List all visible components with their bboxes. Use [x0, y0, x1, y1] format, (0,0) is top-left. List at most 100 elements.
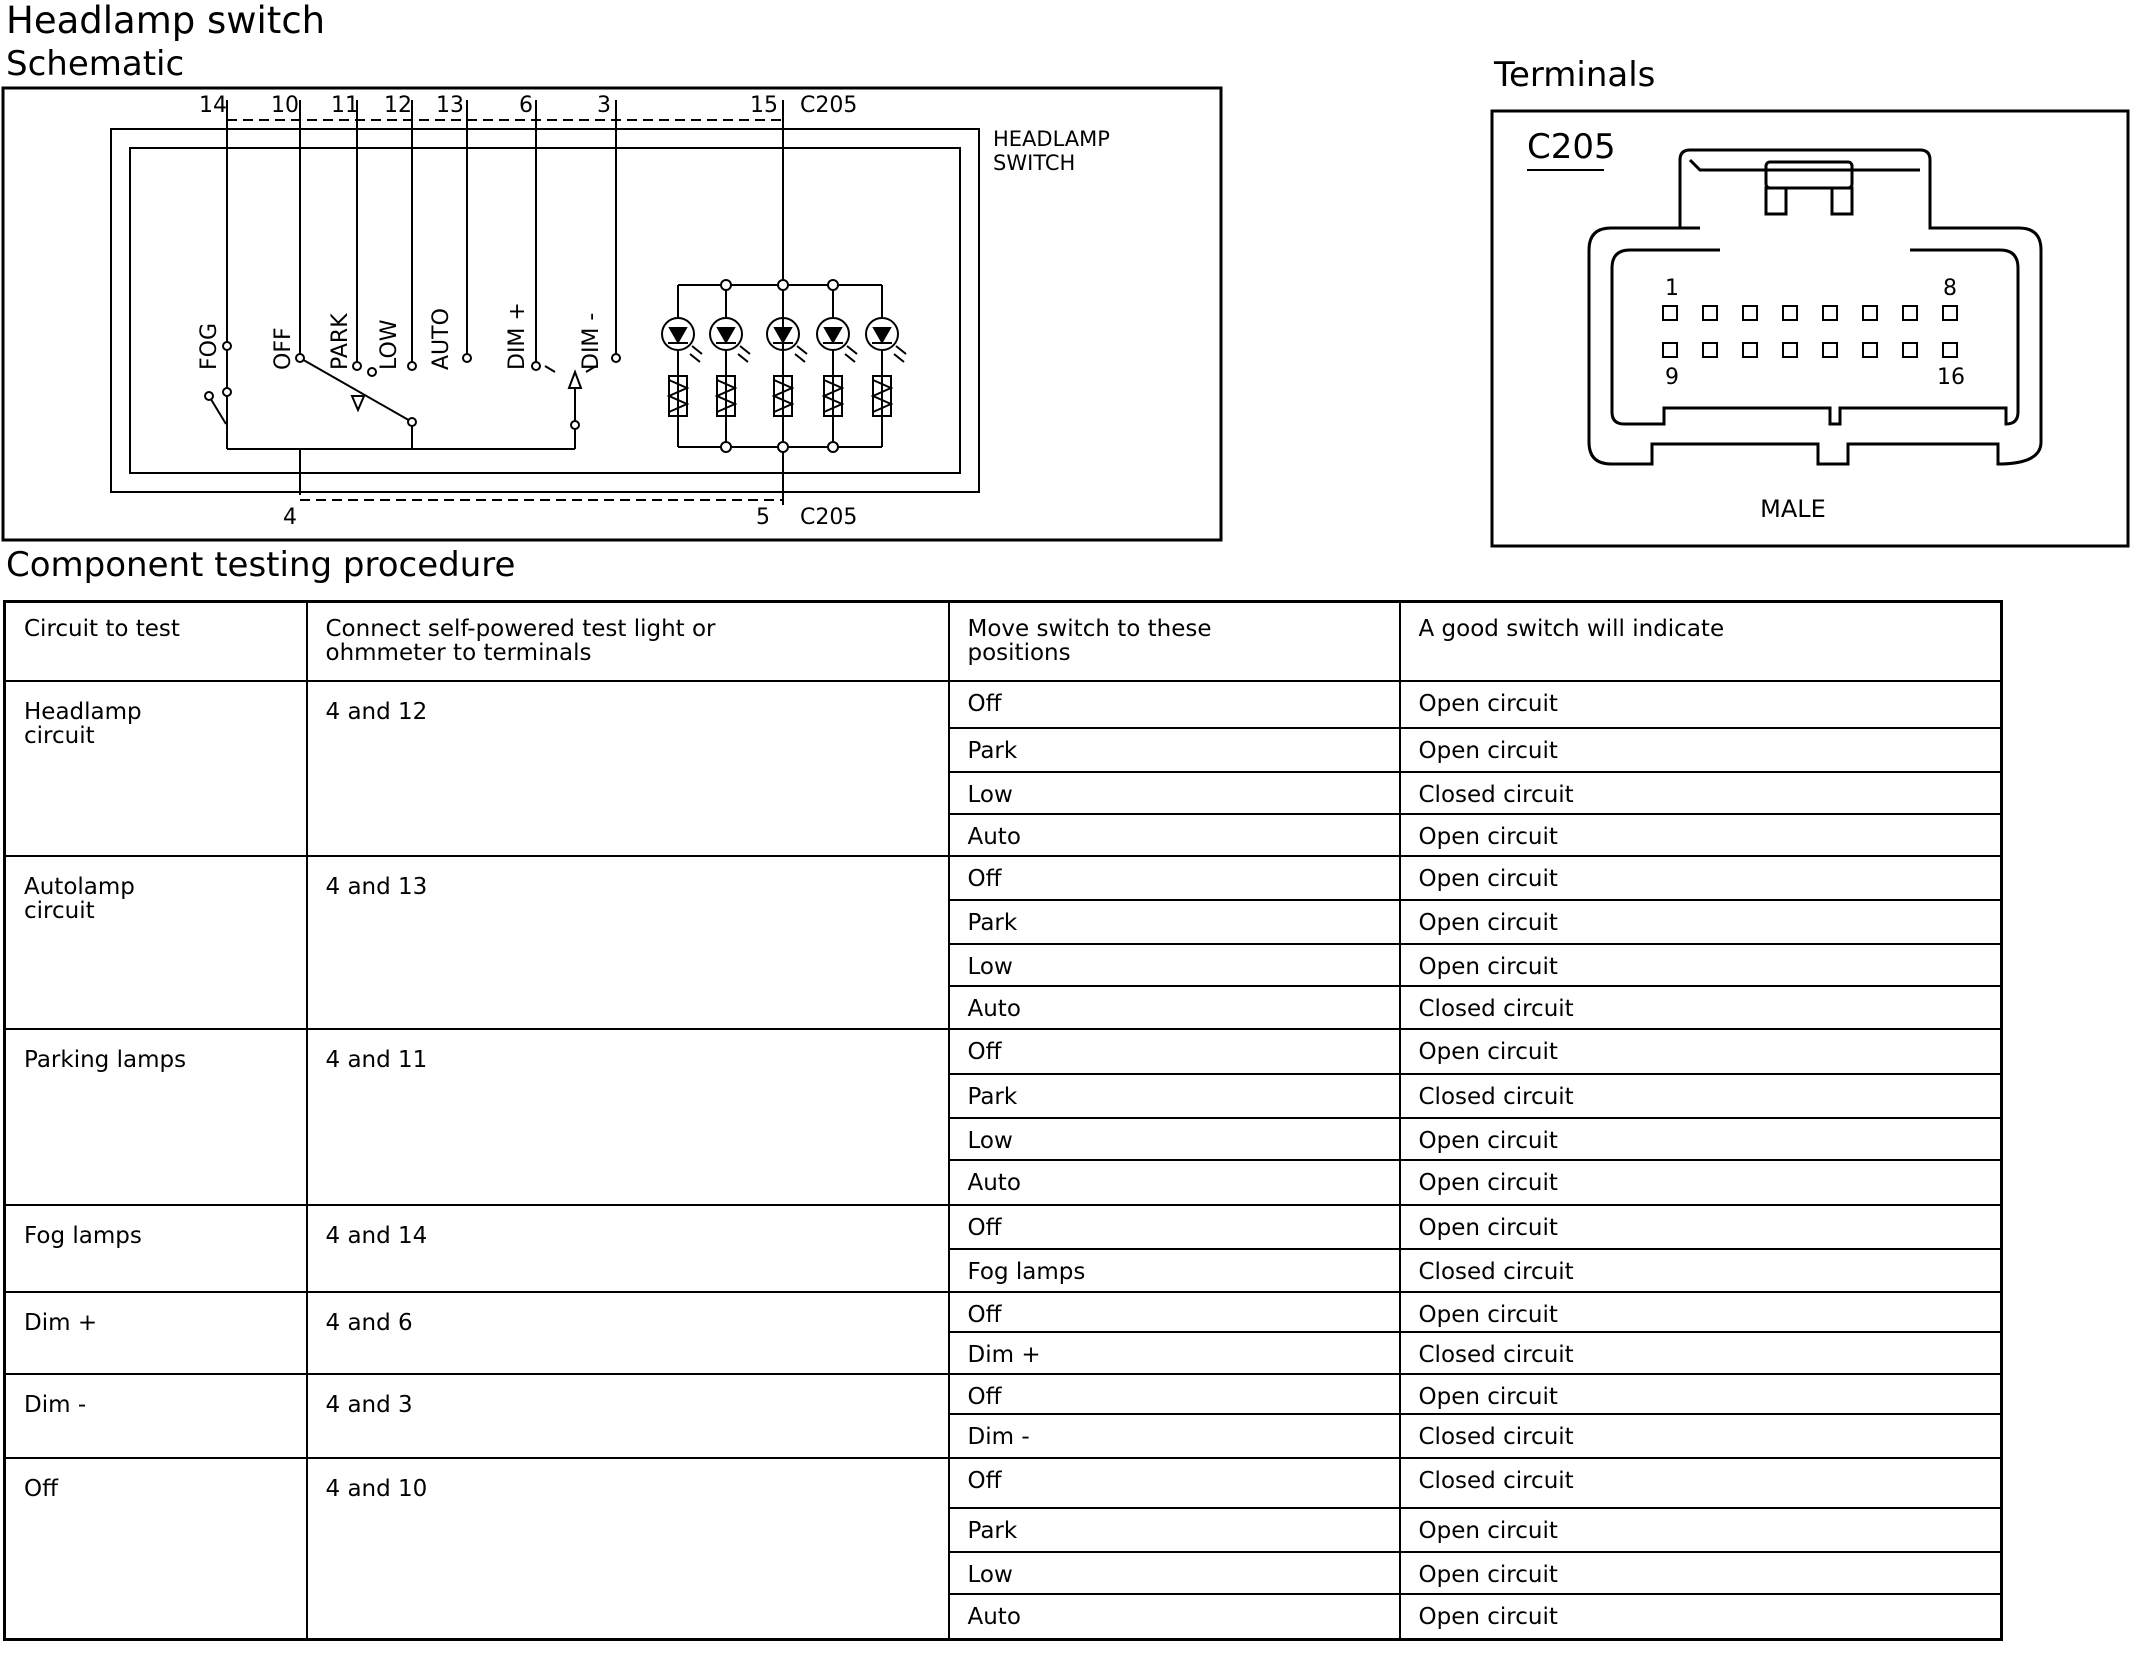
result-cell: Open circuit	[1398, 1592, 2003, 1641]
position-cell: Park	[947, 726, 1401, 773]
switch-inner-box	[129, 147, 961, 474]
terminals-heading: Terminals	[1494, 55, 1656, 95]
pin-label-10: 10	[271, 93, 299, 118]
result-cell: Open circuit	[1398, 726, 2003, 773]
terminals-cell: 4 and 14	[305, 1203, 950, 1293]
page-title: Headlamp switch	[6, 0, 326, 42]
pin-label-6: 6	[519, 93, 533, 118]
switch-label-2: SWITCH	[993, 151, 1075, 175]
connector-label-bottom: C205	[800, 505, 857, 530]
result-cell: Open circuit	[1398, 1203, 2003, 1250]
circuit-cell: Headlamp circuit	[3, 679, 308, 857]
position-cell: Off	[947, 1203, 1401, 1250]
position-label-auto: AUTO	[429, 308, 454, 370]
circuit-cell: Fog lamps	[3, 1203, 308, 1293]
pin-label-12: 12	[384, 93, 412, 118]
table-row: Park Closed circuit	[5, 1072, 2003, 1119]
circuit-cell: Parking lamps	[3, 1027, 308, 1206]
column-header-positions: Move switch to these positions	[947, 600, 1401, 682]
terminals-cell: 4 and 10	[305, 1456, 950, 1641]
position-cell: Dim -	[947, 1412, 1401, 1459]
position-cell: Off	[947, 1456, 1401, 1509]
schematic-heading: Schematic	[6, 44, 185, 84]
result-cell: Closed circuit	[1398, 1072, 2003, 1119]
position-cell: Park	[947, 1506, 1401, 1553]
position-cell: Off	[947, 1290, 1401, 1333]
pin-label-14: 14	[199, 93, 227, 118]
pin-number-8: 8	[1943, 276, 1957, 301]
led-column-5	[865, 285, 907, 447]
park-arrow-icon	[350, 395, 366, 413]
table-row: Park Open circuit	[5, 726, 2003, 773]
result-cell: Closed circuit	[1398, 1412, 2003, 1459]
position-label-dim-minus: DIM -	[579, 313, 604, 370]
pin-label-13: 13	[436, 93, 464, 118]
position-cell: Off	[947, 679, 1401, 729]
result-cell: Open circuit	[1398, 1550, 2003, 1595]
table-row: Auto Open circuit	[5, 1592, 2003, 1641]
table-row: Dim - 4 and 3 Off Open circuit	[3, 1372, 2003, 1459]
table-row: Park Open circuit	[5, 898, 2003, 945]
table-row: Low Open circuit	[5, 942, 2003, 987]
pin-label-5: 5	[756, 505, 770, 530]
connector-label-top: C205	[800, 93, 857, 118]
circuit-cell: Dim -	[3, 1372, 308, 1459]
pin-labels-top: 14 10 11 12 13 6 3 15	[199, 93, 778, 118]
connector-gender-label: MALE	[1760, 495, 1826, 523]
position-cell: Fog lamps	[947, 1247, 1401, 1293]
terminals-cell: 4 and 13	[305, 854, 950, 1030]
table-row: Headlamp circuit 4 and 12 Off Open circu…	[3, 679, 2003, 857]
result-cell: Open circuit	[1398, 898, 2003, 945]
pin-number-9: 9	[1665, 365, 1679, 390]
table-row: Autolamp circuit 4 and 13 Off Open circu…	[3, 854, 2003, 1030]
switch-outer-box	[110, 128, 980, 493]
table-row: Parking lamps 4 and 11 Off Open circuit	[3, 1027, 2003, 1206]
result-cell: Closed circuit	[1398, 770, 2003, 815]
position-cell: Low	[947, 770, 1401, 815]
switch-label: HEADLAMP	[993, 127, 1110, 151]
position-cell: Low	[947, 1116, 1401, 1161]
result-cell: Open circuit	[1398, 1116, 2003, 1161]
position-cell: Auto	[947, 1158, 1401, 1206]
schematic-frame	[1, 86, 1223, 542]
procedure-heading: Component testing procedure	[6, 545, 516, 585]
position-label-off: OFF	[271, 327, 296, 370]
result-cell: Closed circuit	[1398, 1456, 2003, 1509]
switch-contacts	[204, 341, 621, 430]
result-cell: Open circuit	[1398, 1506, 2003, 1553]
result-cell: Open circuit	[1398, 1290, 2003, 1333]
position-cell: Low	[947, 1550, 1401, 1595]
table-row: Auto Closed circuit	[5, 984, 2003, 1030]
position-cell: Park	[947, 1072, 1401, 1119]
position-cell: Auto	[947, 1592, 1401, 1641]
position-labels: FOG OFF PARK LOW AUTO DIM + DIM -	[197, 302, 604, 370]
illumination-led-array	[661, 284, 907, 448]
led-column-3	[766, 285, 808, 447]
terminal-connector-id: C205	[1527, 127, 1616, 167]
dim-arrow-icon	[567, 369, 583, 389]
table-row: Fog lamps 4 and 14 Off Open circuit	[3, 1203, 2003, 1293]
position-cell: Dim +	[947, 1330, 1401, 1375]
column-header-circuit: Circuit to test	[3, 600, 308, 682]
position-cell: Off	[947, 1372, 1401, 1415]
pin-label-15: 15	[750, 93, 778, 118]
table-row: Dim + 4 and 6 Off Open circuit	[3, 1290, 2003, 1375]
terminals-cell: 4 and 12	[305, 679, 950, 857]
column-header-terminals: Connect self-powered test light or ohmme…	[305, 600, 950, 682]
position-label-fog: FOG	[197, 323, 222, 370]
pin-number-16: 16	[1937, 365, 1965, 390]
circuit-cell: Dim +	[3, 1290, 308, 1375]
position-cell: Auto	[947, 812, 1401, 857]
position-cell: Off	[947, 854, 1401, 901]
pin-number-1: 1	[1665, 276, 1679, 301]
position-label-park: PARK	[328, 313, 353, 370]
result-cell: Open circuit	[1398, 1372, 2003, 1415]
result-cell: Open circuit	[1398, 942, 2003, 987]
table-row: Low Open circuit	[5, 1550, 2003, 1595]
terminals-cell: 4 and 11	[305, 1027, 950, 1206]
result-cell: Open circuit	[1398, 1027, 2003, 1075]
led-column-1	[661, 285, 703, 447]
position-label-low: LOW	[377, 319, 402, 370]
circuit-cell: Off	[3, 1456, 308, 1641]
result-cell: Open circuit	[1398, 854, 2003, 901]
